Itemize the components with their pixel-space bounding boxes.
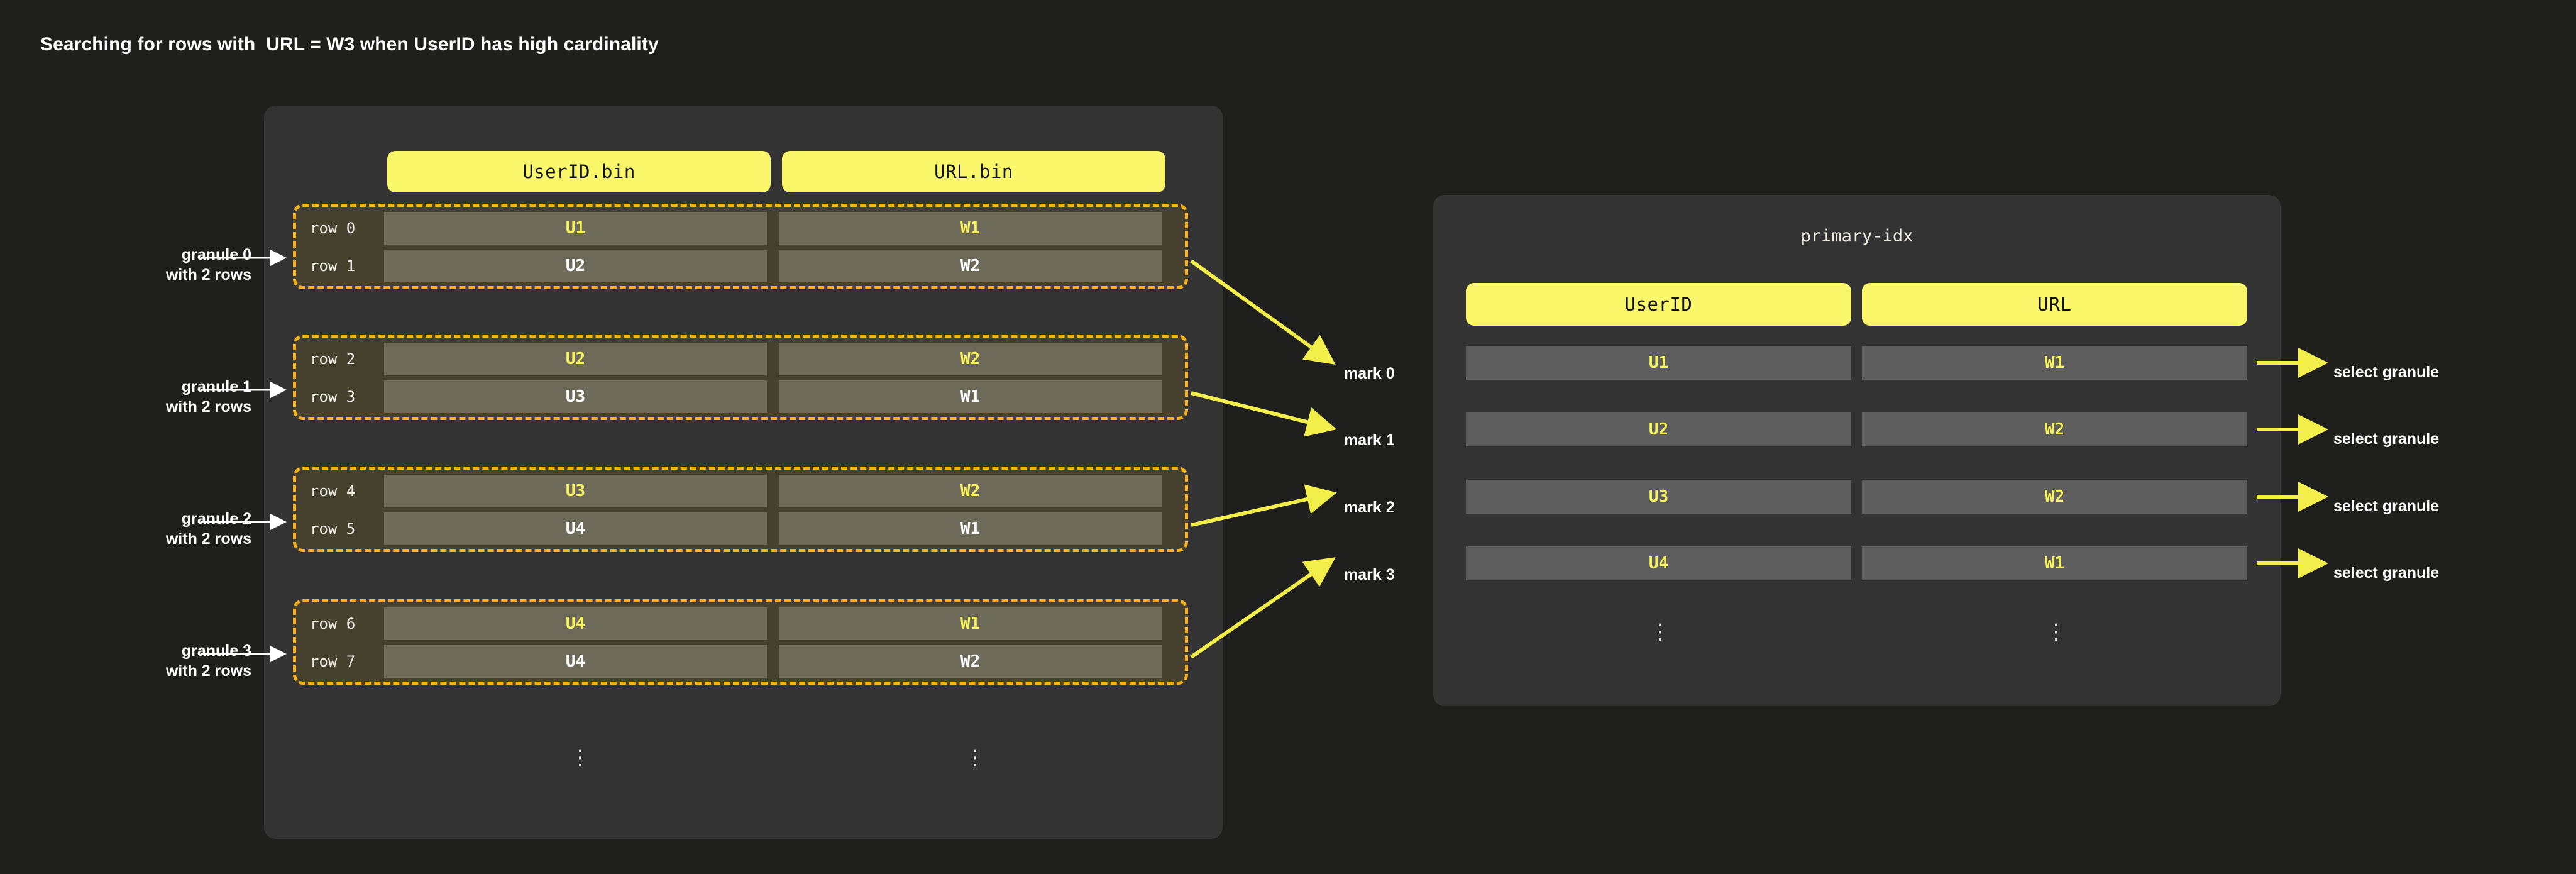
table-row: row 7 U4 W2	[296, 645, 1185, 678]
table-row: row 1 U2 W2	[296, 250, 1185, 282]
column-header-url-bin: URL.bin	[782, 151, 1165, 192]
select-granule-label-0: select granule	[2333, 363, 2440, 381]
row-label: row 5	[310, 520, 356, 538]
index-cell-url: W2	[1862, 480, 2247, 514]
granule-note-line2: with 2 rows	[165, 265, 251, 284]
cell-userid: U4	[384, 512, 767, 545]
index-cell-url: W2	[1862, 412, 2247, 446]
select-granule-label-1: select granule	[2333, 430, 2440, 448]
primary-index-title: primary-idx	[1800, 226, 1913, 246]
index-column-header-url: URL	[1862, 283, 2247, 326]
cell-userid: U4	[384, 607, 767, 640]
mark-label-3: mark 3	[1344, 566, 1395, 584]
table-row: row 4 U3 W2	[296, 475, 1185, 507]
row-label: row 4	[310, 482, 356, 500]
table-row: row 3 U3 W1	[296, 380, 1185, 413]
select-granule-label-3: select granule	[2333, 564, 2440, 582]
granule-note-2: granule 2 with 2 rows	[50, 509, 251, 549]
index-cell-url: W1	[1862, 346, 2247, 380]
granule-note-0: granule 0 with 2 rows	[50, 245, 251, 285]
granule-note-line1: granule 2	[181, 510, 251, 528]
granule-note-line1: granule 3	[181, 642, 251, 660]
table-row: row 5 U4 W1	[296, 512, 1185, 545]
ellipsis-userid-bin: ⋮	[570, 745, 591, 770]
cell-userid: U2	[384, 250, 767, 282]
ellipsis-url-bin: ⋮	[964, 745, 986, 770]
index-cell-userid: U1	[1466, 346, 1851, 380]
granule-1[interactable]: row 2 U2 W2 row 3 U3 W1	[293, 335, 1188, 420]
table-row: row 6 U4 W1	[296, 607, 1185, 640]
cell-url: W2	[779, 250, 1162, 282]
row-label: row 3	[310, 388, 356, 406]
row-label: row 1	[310, 257, 356, 275]
cell-userid: U3	[384, 380, 767, 413]
granule-note-line2: with 2 rows	[165, 397, 251, 416]
index-cell-userid: U2	[1466, 412, 1851, 446]
granule-note-1: granule 1 with 2 rows	[50, 377, 251, 417]
granule-note-3: granule 3 with 2 rows	[50, 641, 251, 681]
ellipsis-index-userid: ⋮	[1649, 619, 1671, 644]
granule-note-line1: granule 1	[181, 378, 251, 396]
index-cell-userid: U4	[1466, 546, 1851, 580]
cell-userid: U1	[384, 212, 767, 245]
page-title: Searching for rows with URL = W3 when Us…	[40, 34, 659, 55]
granule-note-line2: with 2 rows	[165, 529, 251, 548]
index-cell-userid: U3	[1466, 480, 1851, 514]
select-granule-label-2: select granule	[2333, 497, 2440, 515]
primary-index-panel	[1433, 195, 2281, 706]
row-label: row 7	[310, 653, 356, 670]
row-label: row 2	[310, 350, 356, 368]
mark-label-2: mark 2	[1344, 499, 1395, 516]
granule-0[interactable]: row 0 U1 W1 row 1 U2 W2	[293, 204, 1188, 289]
table-row: row 0 U1 W1	[296, 212, 1185, 245]
mark-label-0: mark 0	[1344, 365, 1395, 382]
cell-url: W1	[779, 212, 1162, 245]
index-column-header-userid: UserID	[1466, 283, 1851, 326]
cell-url: W1	[779, 607, 1162, 640]
granule-note-line1: granule 0	[181, 246, 251, 263]
index-cell-url: W1	[1862, 546, 2247, 580]
cell-url: W2	[779, 343, 1162, 375]
cell-userid: U4	[384, 645, 767, 678]
mark-label-1: mark 1	[1344, 431, 1395, 449]
granule-3[interactable]: row 6 U4 W1 row 7 U4 W2	[293, 599, 1188, 685]
cell-url: W2	[779, 475, 1162, 507]
ellipsis-index-url: ⋮	[2045, 619, 2067, 644]
column-header-userid-bin: UserID.bin	[387, 151, 771, 192]
cell-url: W2	[779, 645, 1162, 678]
row-label: row 6	[310, 615, 356, 633]
cell-userid: U3	[384, 475, 767, 507]
row-label: row 0	[310, 219, 356, 237]
cell-url: W1	[779, 380, 1162, 413]
table-row: row 2 U2 W2	[296, 343, 1185, 375]
granule-note-line2: with 2 rows	[165, 661, 251, 680]
cell-userid: U2	[384, 343, 767, 375]
cell-url: W1	[779, 512, 1162, 545]
granule-2[interactable]: row 4 U3 W2 row 5 U4 W1	[293, 467, 1188, 552]
